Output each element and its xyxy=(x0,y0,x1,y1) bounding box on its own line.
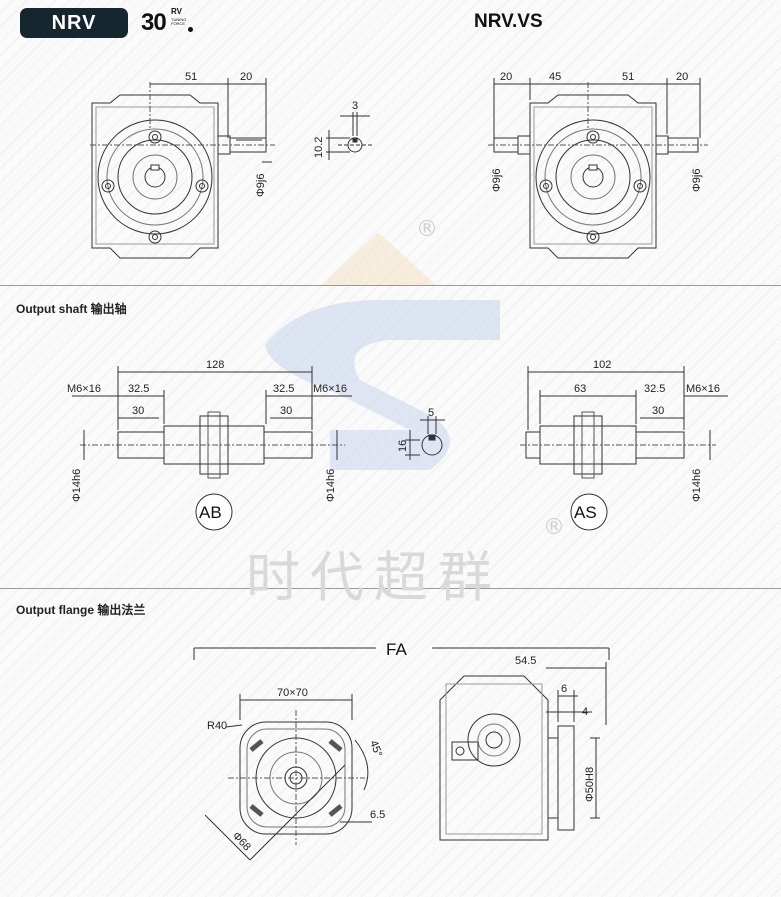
dim-top-right-shaft-dia-right: Φ9j6 xyxy=(691,169,703,192)
section-divider xyxy=(0,588,781,589)
section-title-output-shaft: Output shaft 输出轴 xyxy=(16,302,127,316)
dim-flange-depth: 54.5 xyxy=(515,655,536,667)
dim-ab-right-32-5: 32.5 xyxy=(273,383,294,395)
dim-top-left-20: 20 xyxy=(240,71,252,83)
dim-ab-total-128: 128 xyxy=(206,359,224,371)
dim-ab-dia-left: Φ14h6 xyxy=(71,469,83,502)
shaft-as-drawing xyxy=(520,366,728,479)
gearbox-front-view-right xyxy=(488,78,708,259)
dim-top-right-45: 45 xyxy=(549,71,561,83)
as-label: AS xyxy=(574,503,597,522)
section-divider xyxy=(0,285,781,286)
gearbox-front-view-left xyxy=(90,78,275,259)
size-superscript: RV xyxy=(171,7,182,16)
dim-top-left-shaft-dia: Φ9j6 xyxy=(255,174,267,197)
ab-label-circle xyxy=(195,493,233,531)
size-subscript: TUNING FORCE xyxy=(171,17,187,26)
dim-flange-hole: 6.5 xyxy=(370,809,385,821)
registered-mark: ® xyxy=(543,515,565,540)
dim-top-right-20-right: 20 xyxy=(676,71,688,83)
thread-ab-right: M6×16 xyxy=(313,383,347,395)
key-detail-top xyxy=(326,112,372,160)
section-title-output-flange: Output flange 输出法兰 xyxy=(16,603,146,617)
size-dot xyxy=(188,27,193,32)
dim-ab-dia-right: Φ14h6 xyxy=(325,469,337,502)
dim-key-5: 5 xyxy=(428,407,434,419)
key-detail-shaft xyxy=(405,416,445,460)
dim-flange-spigot: Φ50H8 xyxy=(584,767,596,802)
size-number: 30 xyxy=(141,9,167,36)
dim-key-height-10-2: 10.2 xyxy=(313,137,325,158)
dim-top-right-shaft-dia-left: Φ9j6 xyxy=(491,169,503,192)
dim-as-dia: Φ14h6 xyxy=(691,469,703,502)
dim-key-width-3: 3 xyxy=(352,100,358,112)
dim-as-63: 63 xyxy=(574,383,586,395)
dim-ab-left-32-5: 32.5 xyxy=(128,383,149,395)
dim-flange-6: 6 xyxy=(561,683,567,695)
watermark-text: 时代超群 xyxy=(246,546,502,609)
watermark-logo xyxy=(265,232,500,470)
dim-as-32-5: 32.5 xyxy=(644,383,665,395)
dim-ab-right-30: 30 xyxy=(280,405,292,417)
ab-label: AB xyxy=(199,503,222,522)
dim-key-16: 16 xyxy=(397,440,409,452)
dim-flange-4: 4 xyxy=(582,706,588,718)
as-label-circle xyxy=(570,493,608,531)
thread-ab-left: M6×16 xyxy=(67,383,101,395)
dim-flange-pcd: Φ68 xyxy=(230,830,253,854)
flange-side-view xyxy=(439,662,607,841)
dim-ab-left-30: 30 xyxy=(132,405,144,417)
flange-front-view xyxy=(204,694,372,861)
dim-flange-angle: 45° xyxy=(367,739,384,759)
dim-top-right-51: 51 xyxy=(622,71,634,83)
dim-flange-square: 70×70 xyxy=(277,687,308,699)
dim-as-30: 30 xyxy=(652,405,664,417)
variant-title: NRV.VS xyxy=(474,11,543,32)
fa-bracket xyxy=(193,647,610,660)
model-badge: NRV xyxy=(20,8,128,38)
dim-top-right-20-left: 20 xyxy=(500,71,512,83)
thread-as: M6×16 xyxy=(686,383,720,395)
dim-top-left-51: 51 xyxy=(185,71,197,83)
fa-label: FA xyxy=(386,640,407,659)
dim-as-total-102: 102 xyxy=(593,359,611,371)
shaft-ab-drawing xyxy=(72,366,352,479)
registered-mark: ® xyxy=(416,217,438,242)
dim-flange-radius: R40 xyxy=(207,720,227,732)
